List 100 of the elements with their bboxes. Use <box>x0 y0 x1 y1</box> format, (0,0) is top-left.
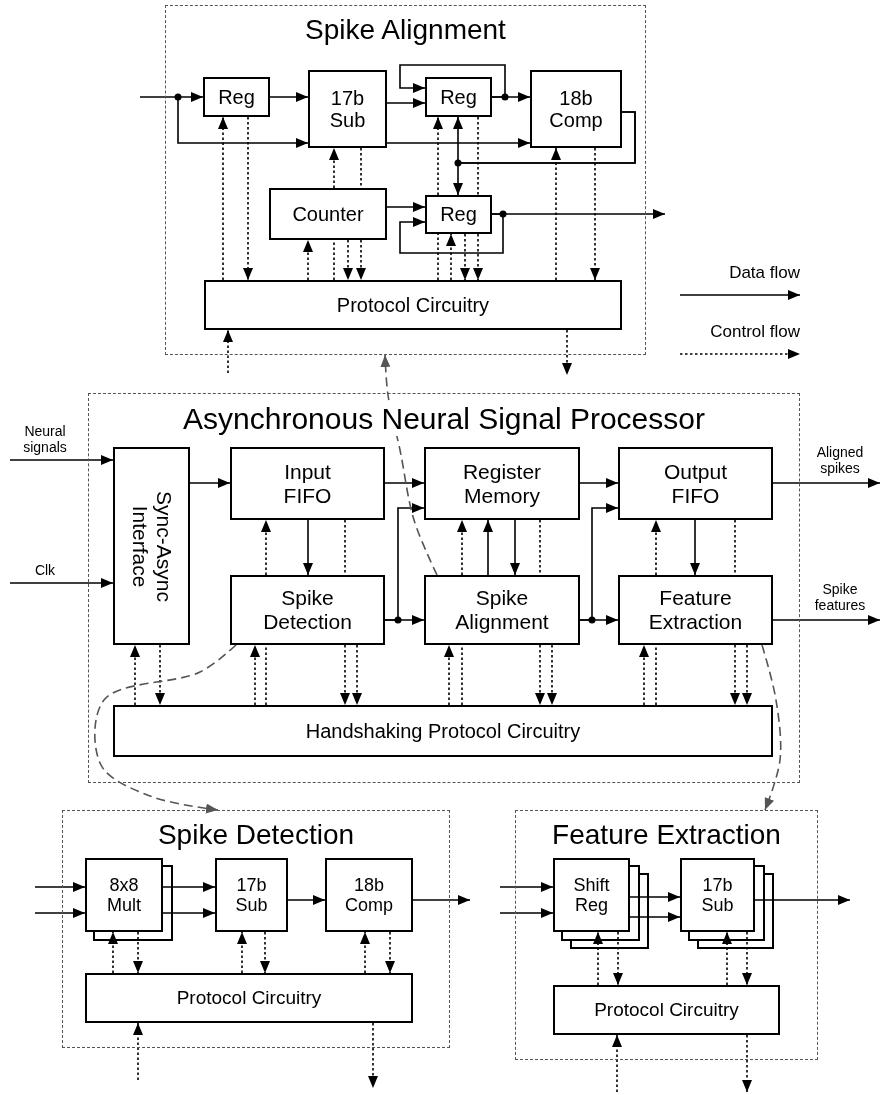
dotted-arrow <box>590 147 600 281</box>
arrow <box>162 908 216 918</box>
dotted-arrow <box>730 644 740 706</box>
arrow <box>269 92 309 102</box>
dotted-arrow <box>130 644 140 706</box>
block-label: 17b Sub <box>328 86 367 132</box>
block-label: Sync-Async Interface <box>128 489 175 604</box>
dotted-arrow <box>612 1034 622 1093</box>
arrow <box>162 882 216 892</box>
block-label: Spike Alignment <box>454 586 550 634</box>
process-box <box>530 70 622 148</box>
process-box <box>425 195 492 234</box>
process-box <box>424 575 580 645</box>
process-box <box>680 858 755 932</box>
process-box <box>113 705 773 757</box>
dotted-arrow <box>360 931 370 974</box>
arrow <box>34 908 86 918</box>
process-box <box>85 973 413 1023</box>
block-label: 17b Sub <box>700 874 735 916</box>
process-box <box>204 280 622 330</box>
process-box <box>618 447 773 520</box>
dotted-arrow <box>433 116 443 196</box>
dotted-arrow <box>722 931 732 986</box>
dotted-arrow <box>243 116 253 281</box>
connector-line <box>477 116 479 196</box>
process-box <box>425 77 492 117</box>
process-box <box>553 858 630 932</box>
dotted-arrow <box>352 644 362 706</box>
dotted-arrow <box>356 239 366 281</box>
connector-line <box>360 147 362 189</box>
arrow <box>453 111 636 196</box>
arrow <box>386 138 531 148</box>
block-label: Output FIFO <box>662 460 728 507</box>
arrow <box>189 478 231 488</box>
process-box <box>85 858 163 932</box>
arrow <box>386 202 426 212</box>
dotted-arrow <box>155 644 165 706</box>
block-label: Protocol Circuitry <box>336 293 490 317</box>
block-label: Reg <box>440 203 477 226</box>
dashed-region <box>515 810 818 1060</box>
block-label: Protocol Circuitry <box>176 987 322 1009</box>
arrow <box>579 478 619 488</box>
process-box <box>230 447 385 520</box>
edge-label: Spike features <box>813 580 867 613</box>
block-label: Protocol Circuitry <box>594 999 739 1021</box>
arrow <box>384 478 425 488</box>
arrow <box>384 503 425 621</box>
arrow <box>510 519 520 576</box>
dashed-curved-arrow <box>94 644 237 814</box>
arrow <box>629 892 681 902</box>
process-box <box>230 575 385 645</box>
dotted-arrow <box>457 519 467 576</box>
block-label: Reg <box>218 85 255 109</box>
connector-line <box>734 519 736 576</box>
process-box <box>113 447 190 645</box>
block-label: 8x8 Mult <box>106 874 142 916</box>
arrow <box>9 578 114 588</box>
dotted-arrow <box>473 233 483 281</box>
arrow <box>754 895 851 905</box>
dotted-arrow <box>250 644 260 706</box>
dotted-arrow <box>329 147 339 189</box>
block-label: 17b Sub <box>234 874 269 916</box>
dotted-arrow <box>742 644 752 706</box>
block-label: Counter <box>292 202 364 226</box>
dotted-arrow <box>133 931 143 974</box>
dotted-arrow <box>223 329 233 374</box>
connector-line <box>539 519 541 576</box>
dotted-arrow <box>460 233 470 281</box>
arrow <box>34 882 86 892</box>
dotted-arrow <box>385 931 395 974</box>
edge-label: Clk <box>33 561 57 578</box>
dotted-arrow <box>444 644 454 706</box>
dotted-arrow <box>260 931 270 974</box>
arrow <box>386 98 426 108</box>
process-box <box>308 70 387 148</box>
dashed-region <box>165 5 646 355</box>
edge-label: Aligned spikes <box>815 443 865 476</box>
arrow <box>412 895 471 905</box>
dotted-arrow <box>613 931 623 986</box>
dotted-arrow <box>218 116 228 281</box>
process-box <box>424 447 580 520</box>
block-label: 18b Comp <box>344 874 394 916</box>
arrow <box>491 209 666 219</box>
arrow <box>690 519 700 576</box>
arrow <box>772 615 881 625</box>
process-box <box>269 188 387 240</box>
arrow <box>483 519 493 576</box>
arrow <box>772 478 881 488</box>
block-label: Shift Reg <box>572 874 611 916</box>
edge-label: Neural signals <box>22 422 68 455</box>
arrow <box>9 455 114 465</box>
arrow <box>499 908 554 918</box>
dashed-curved-arrow <box>380 354 438 576</box>
dotted-arrow <box>108 931 118 974</box>
legend-label: Control flow <box>710 322 800 342</box>
process-box <box>325 858 413 932</box>
dashed-region <box>88 393 800 783</box>
arrow <box>499 882 554 892</box>
process-box <box>618 575 773 645</box>
dotted-arrow <box>343 239 353 281</box>
